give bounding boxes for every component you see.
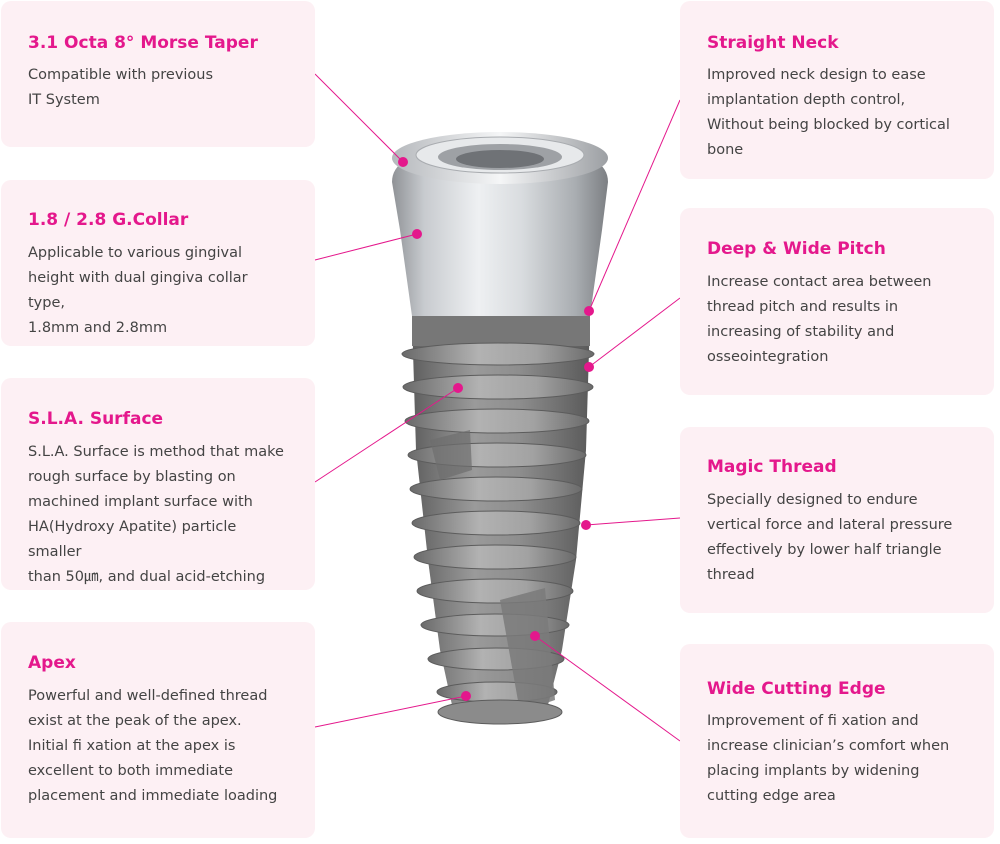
feature-card-morse-taper: 3.1 Octa 8° Morse Taper Compatible with … [1,1,315,147]
feature-card-straight-neck: Straight Neck Improved neck design to ea… [680,1,994,179]
feature-title: Wide Cutting Edge [707,679,886,699]
feature-card-wide-cutting-edge: Wide Cutting Edge Improvement of fi xati… [680,644,994,838]
feature-card-g-collar: 1.8 / 2.8 G.Collar Applicable to various… [1,180,315,346]
feature-title: Magic Thread [707,457,837,477]
feature-description: Specially designed to endure vertical fo… [707,492,953,583]
feature-description: Increase contact area between thread pit… [707,274,932,365]
feature-description: Improved neck design to ease implantatio… [707,67,950,158]
feature-card-apex: Apex Powerful and well-defined thread ex… [1,622,315,838]
feature-card-magic-thread: Magic Thread Specially designed to endur… [680,427,994,613]
feature-card-deep-wide-pitch: Deep & Wide Pitch Increase contact area … [680,208,994,395]
feature-card-sla-surface: S.L.A. Surface S.L.A. Surface is method … [1,378,315,590]
feature-description: S.L.A. Surface is method that make rough… [28,444,284,585]
feature-title: 3.1 Octa 8° Morse Taper [28,33,258,53]
feature-title: Straight Neck [707,33,839,53]
implant-image [392,132,608,725]
feature-title: S.L.A. Surface [28,409,164,429]
feature-description: Improvement of fi xation and increase cl… [707,713,950,804]
feature-description: Compatible with previous IT System [28,67,214,108]
feature-title: Apex [28,653,76,673]
callout-dots [398,157,594,701]
feature-description: Powerful and well-defined thread exist a… [28,688,278,804]
feature-description: Applicable to various gingival height wi… [28,245,248,336]
callout-lines [314,73,681,742]
feature-title: 1.8 / 2.8 G.Collar [28,210,189,230]
feature-title: Deep & Wide Pitch [707,239,886,259]
